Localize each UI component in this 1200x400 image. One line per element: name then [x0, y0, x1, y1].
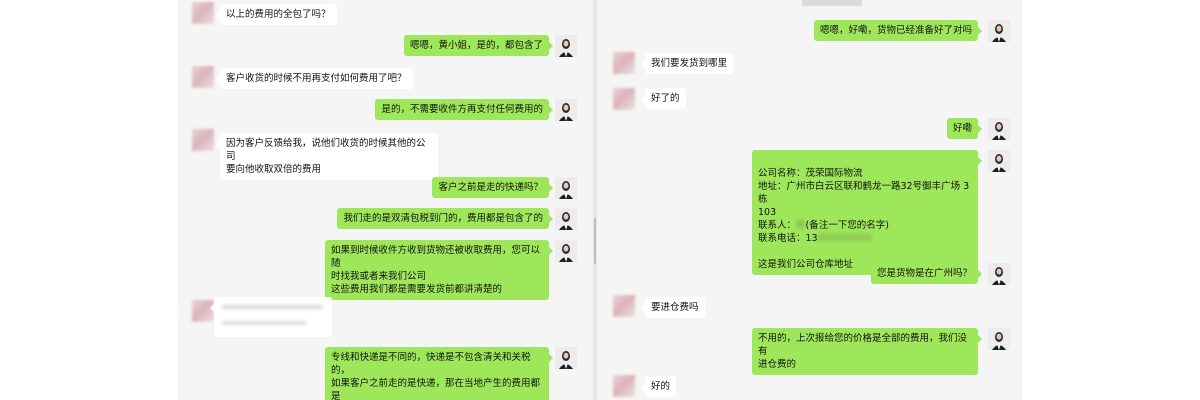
- contact-avatar[interactable]: [192, 2, 214, 24]
- address-footer: 这是我们公司仓库地址: [758, 259, 854, 270]
- user-avatar[interactable]: [555, 177, 577, 199]
- user-avatar[interactable]: [555, 99, 577, 121]
- message-bubble-outgoing: 嗯嗯，好嘞，货物已经准备好了对吗: [813, 20, 983, 41]
- contact-avatar[interactable]: [613, 295, 635, 317]
- user-avatar[interactable]: [555, 35, 577, 57]
- address-message-bubble: 公司名称：茂荣国际物流 地址：广州市白云区联和鹤龙一路32号御丰广场 3栋 10…: [752, 150, 982, 275]
- message-bubble-outgoing: 如果到时候收件方收到货物还被收取费用，您可以随 时找我或者来我们公司 这些费用我…: [325, 240, 553, 300]
- message-bubble-outgoing: 您是货物是在广州吗？: [870, 263, 983, 284]
- contact-avatar[interactable]: [613, 88, 635, 110]
- contact-avatar[interactable]: [613, 375, 635, 397]
- contact-avatar[interactable]: [192, 129, 214, 151]
- user-avatar[interactable]: [988, 150, 1010, 172]
- contact-avatar[interactable]: [192, 66, 214, 88]
- message-bubble-incoming: 要进仓费吗: [641, 297, 705, 318]
- message-bubble-outgoing: 专线和快递是不同的，快递是不包含清关和关税的， 如果客户之前走的是快递，那在当地…: [325, 347, 553, 400]
- message-bubble-incoming: 客户收货的时候不用再支付如何费用了吧？: [216, 68, 413, 89]
- contact-note: (备注一下您的名字): [805, 220, 889, 231]
- user-avatar[interactable]: [988, 328, 1010, 350]
- contact-avatar[interactable]: [613, 52, 635, 74]
- panel-divider: [593, 0, 597, 400]
- message-bubble-incoming: 好了的: [641, 88, 686, 109]
- redacted-contact: 黄: [796, 220, 806, 231]
- contact-avatar[interactable]: [192, 300, 214, 322]
- scrollbar-thumb[interactable]: [594, 218, 596, 264]
- message-bubble-outgoing: 不用的，上次报给您的价格是全部的费用，我们没有 进仓费的: [752, 328, 982, 375]
- message-bubble-incoming: 以上的费用的全包了吗？: [216, 4, 337, 25]
- user-avatar[interactable]: [555, 240, 577, 262]
- message-bubble-incoming: 好的: [640, 376, 677, 397]
- message-bubble-outgoing: 我们走的是双清包税到门的，费用都是包含了的: [337, 208, 553, 229]
- timestamp-badge: [802, 0, 862, 6]
- message-bubble-incoming: 我们要发货到哪里: [640, 53, 734, 74]
- user-avatar[interactable]: [988, 118, 1010, 140]
- user-avatar[interactable]: [988, 20, 1010, 42]
- user-avatar[interactable]: [988, 263, 1010, 285]
- user-avatar[interactable]: [555, 208, 577, 230]
- message-bubble-outgoing: 客户之前是走的快递吗？: [432, 177, 553, 198]
- message-bubble-outgoing: 嗯嗯，黄小姐，是的，都包含了: [403, 35, 554, 56]
- address-text: 公司名称：茂荣国际物流 地址：广州市白云区联和鹤龙一路32号御丰广场 3栋 10…: [758, 168, 970, 231]
- message-bubble-incoming-redacted: [210, 297, 332, 337]
- message-bubble-incoming: 因为客户反馈给我，说他们收货的时候其他的公司 要向他收取双倍的费用: [216, 133, 438, 180]
- message-bubble-outgoing: 好嘞: [946, 118, 983, 139]
- left-chat-panel[interactable]: 以上的费用的全包了吗？ 嗯嗯，黄小姐，是的，都包含了 客户收货的时候不用再支付如…: [178, 0, 593, 400]
- right-chat-panel[interactable]: 嗯嗯，好嘞，货物已经准备好了对吗 我们要发货到哪里 好了的 好嘞 公司名称：茂荣…: [597, 0, 1022, 400]
- user-avatar[interactable]: [555, 347, 577, 369]
- redacted-phone: 800000000: [817, 233, 872, 244]
- phone-label: 联系电话：13: [758, 233, 818, 244]
- message-bubble-outgoing: 是的，不需要收件方再支付任何费用的: [375, 99, 553, 120]
